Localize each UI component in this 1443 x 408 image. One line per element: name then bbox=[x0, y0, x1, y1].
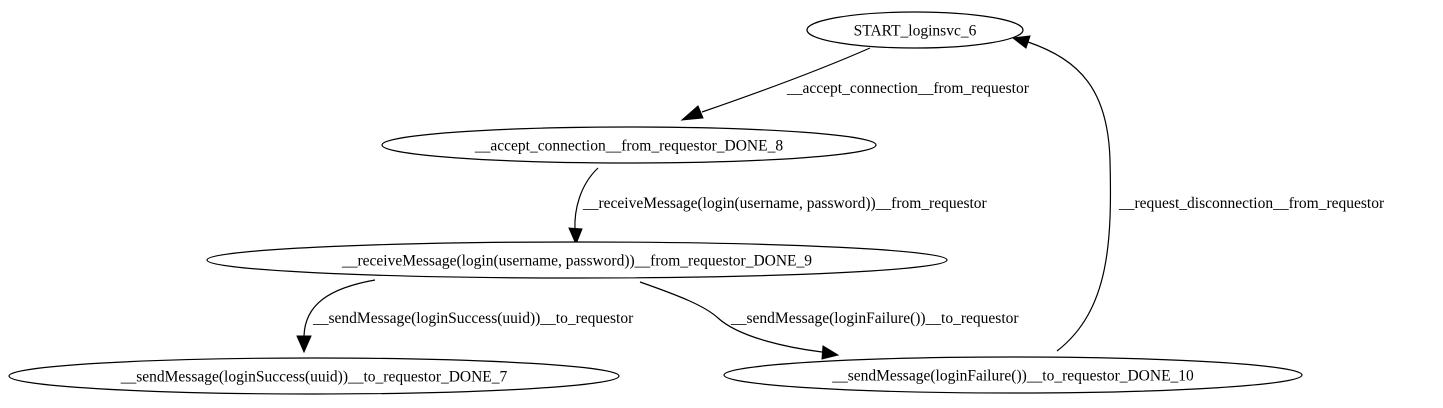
node-receive-message-done: __receiveMessage(login(username, passwor… bbox=[206, 241, 948, 279]
node-label-accept-connection-done: __accept_connection__from_requestor_DONE… bbox=[474, 138, 783, 155]
edge-accept-connection-to-receive-message: __receiveMessage(login(username, passwor… bbox=[568, 167, 988, 246]
edge-label-send-login-failure: __sendMessage(loginFailure())__to_reques… bbox=[730, 310, 1019, 327]
edge-label-accept-connection: __accept_connection__from_requestor bbox=[786, 80, 1030, 97]
node-label-login-success-done: __sendMessage(loginSuccess(uuid))__to_re… bbox=[120, 369, 508, 386]
edge-login-failure-to-start: __request_disconnection__from_requestor bbox=[1011, 35, 1385, 352]
node-login-failure-done: __sendMessage(loginFailure())__to_reques… bbox=[723, 356, 1303, 394]
edge-label-request-disconnection: __request_disconnection__from_requestor bbox=[1118, 195, 1385, 212]
edge-receive-message-to-login-success: __sendMessage(loginSuccess(uuid))__to_re… bbox=[296, 279, 634, 354]
node-label-receive-message-done: __receiveMessage(login(username, passwor… bbox=[341, 253, 812, 270]
edge-start-to-accept-connection: __accept_connection__from_requestor bbox=[680, 47, 1030, 121]
node-accept-connection-done: __accept_connection__from_requestor_DONE… bbox=[381, 126, 877, 164]
node-start-loginsvc: START_loginsvc_6 bbox=[806, 11, 1024, 49]
edge-receive-message-to-login-failure: __sendMessage(loginFailure())__to_reques… bbox=[639, 281, 1019, 360]
node-label-start-loginsvc: START_loginsvc_6 bbox=[854, 23, 977, 40]
edge-label-receive-message: __receiveMessage(login(username, passwor… bbox=[582, 195, 988, 212]
node-label-login-failure-done: __sendMessage(loginFailure())__to_reques… bbox=[831, 368, 1194, 385]
node-login-success-done: __sendMessage(loginSuccess(uuid))__to_re… bbox=[8, 357, 620, 395]
edge-label-send-login-success: __sendMessage(loginSuccess(uuid))__to_re… bbox=[312, 310, 634, 327]
